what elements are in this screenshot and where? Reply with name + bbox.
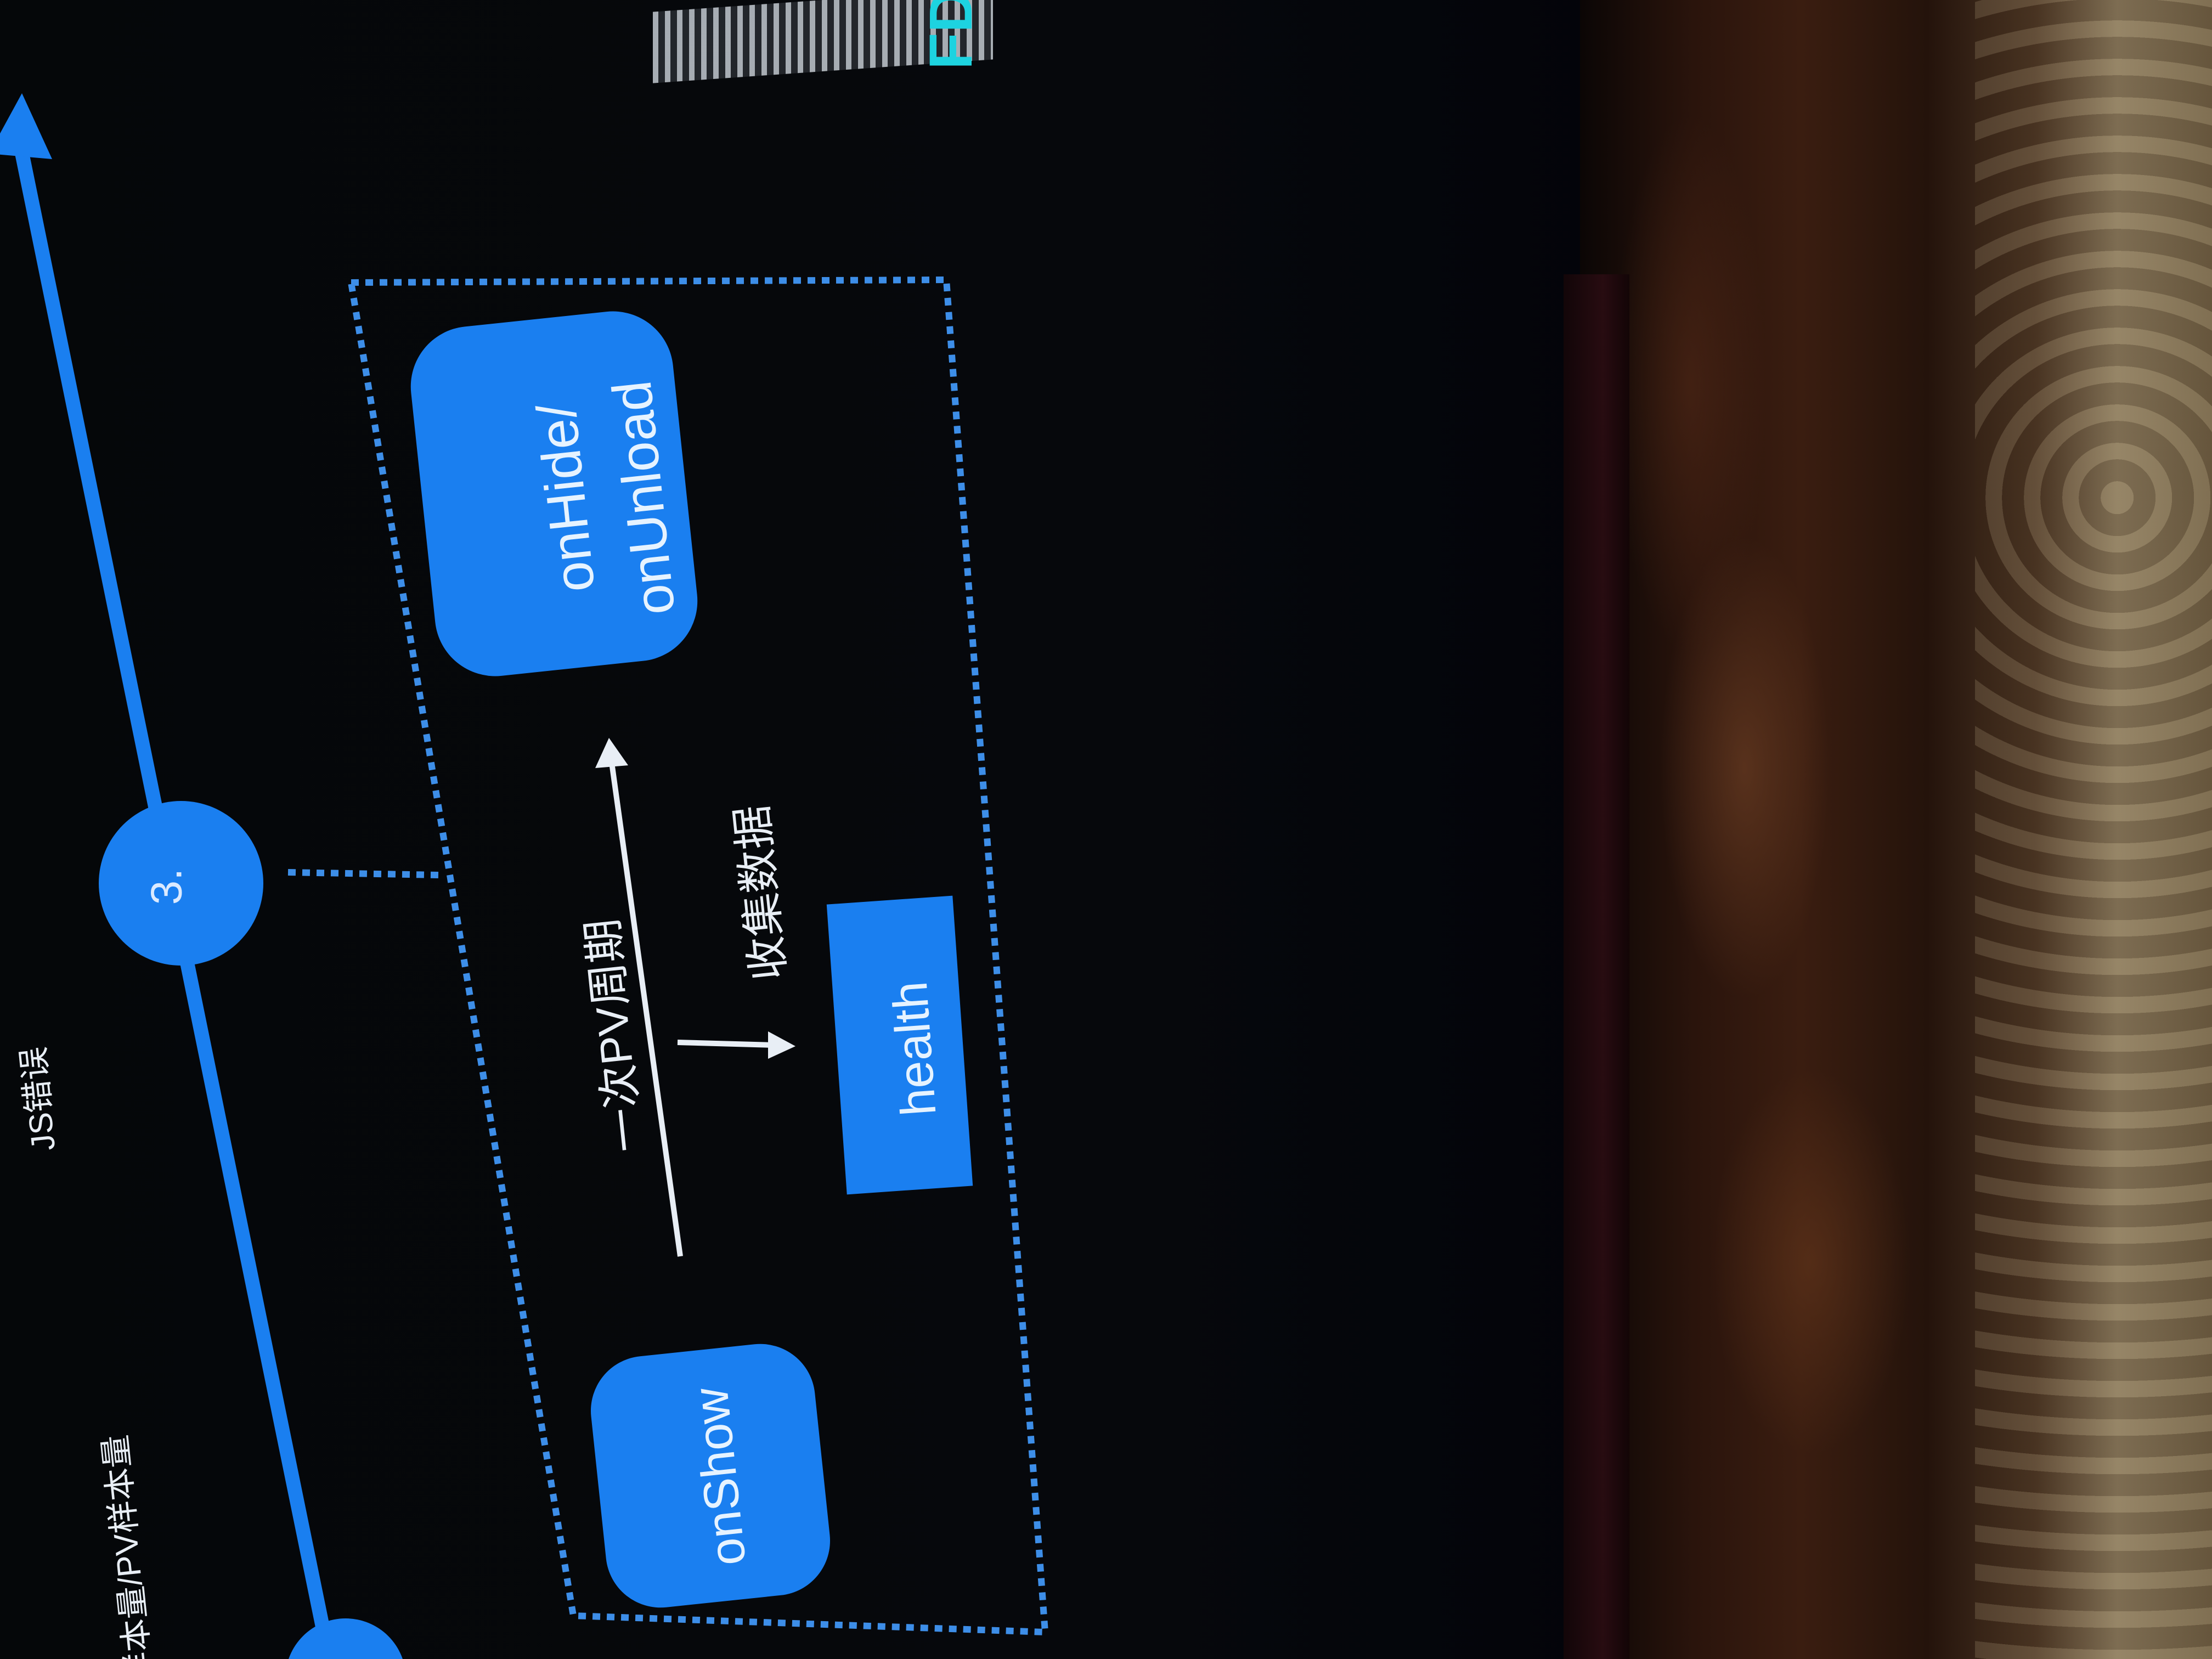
timeline-node-bottom	[289, 1618, 403, 1659]
pv-cycle-arrow-head	[595, 738, 628, 768]
onshow-box	[590, 1344, 831, 1608]
curtain-wall	[1580, 0, 2212, 1659]
wall-trim-band	[1564, 274, 1629, 1659]
health-label: health	[882, 979, 947, 1118]
collect-arrow-head	[768, 1031, 795, 1059]
health-box	[826, 895, 973, 1195]
collect-arrow	[677, 1040, 774, 1048]
timeline-arrow-head	[0, 93, 52, 159]
node-connector	[287, 869, 439, 878]
pv-cycle-dotted-box	[347, 276, 1049, 1636]
timeline-node-3	[99, 801, 263, 966]
onhide-onunload-box	[410, 311, 698, 676]
wallpaper-pattern	[1975, 0, 2212, 1659]
node-3-label: 3.	[142, 868, 191, 905]
pv-cycle-arrow	[609, 762, 683, 1257]
